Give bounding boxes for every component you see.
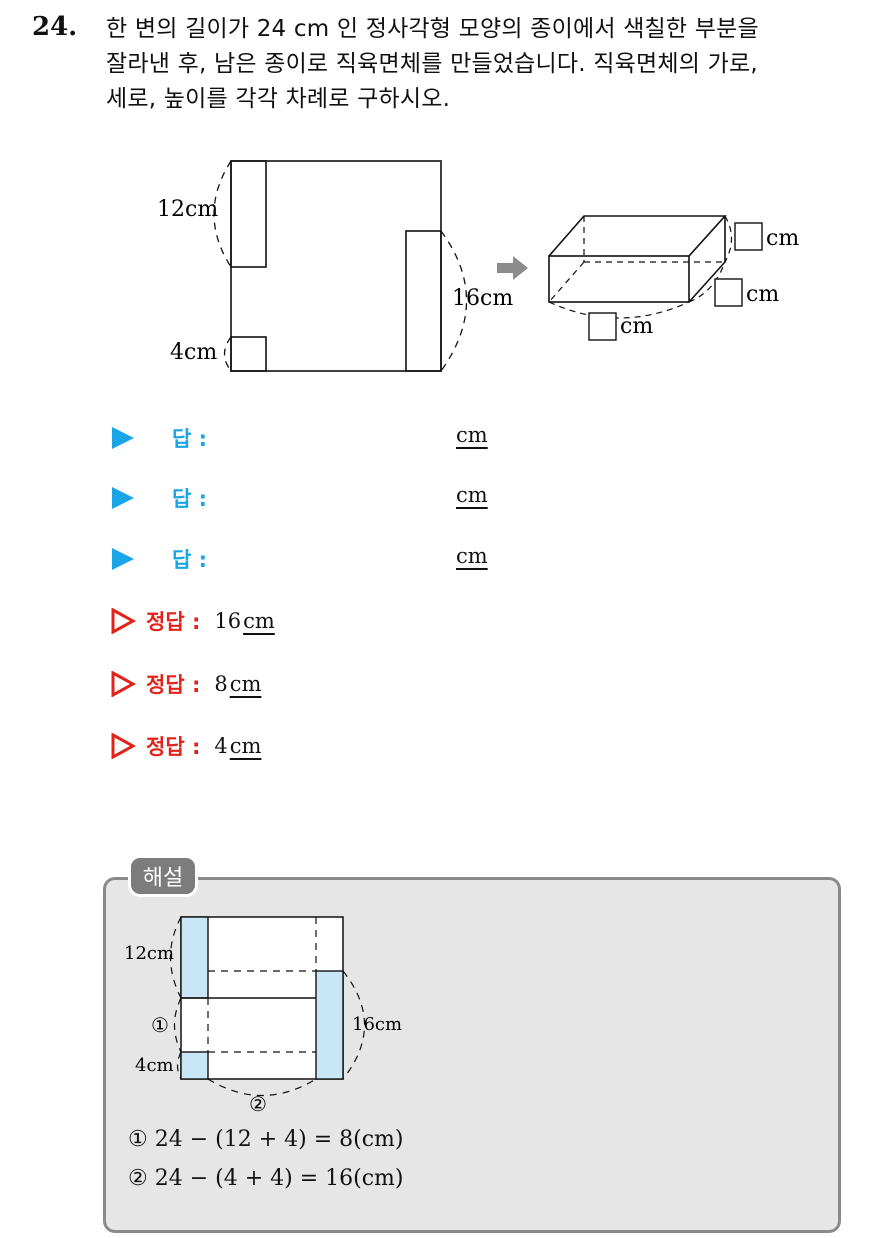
label-16cm: 16cm: [452, 286, 513, 311]
blank-box-width: [588, 312, 617, 341]
play-triangle-icon: [112, 427, 134, 449]
circle-label-1: ①: [151, 1013, 169, 1037]
play-triangle-icon: [112, 487, 134, 509]
correct-unit: cm: [229, 672, 262, 696]
answer-row: 답 : cm: [112, 421, 488, 455]
answer-unit: cm: [456, 483, 488, 507]
prism-top-face: [548, 215, 727, 257]
correct-value: 4: [214, 734, 228, 758]
outline-triangle-icon: [111, 671, 136, 697]
answer-row: 답 : cm: [112, 542, 488, 576]
label-4cm: 4cm: [135, 1055, 174, 1076]
outline-triangle-icon: [111, 733, 136, 759]
explanation-line-2: ② 24 − (4 + 4) = 16(cm): [128, 1166, 404, 1191]
correct-label: 정답 :: [146, 735, 201, 759]
question-line: 잘라낸 후, 남은 종이로 직육면체를 만들었습니다. 직육면체의 가로,: [106, 51, 758, 77]
answer-label: 답 :: [172, 487, 208, 511]
correct-row: 정답 : 16cm: [110, 603, 275, 639]
correct-unit: cm: [243, 609, 275, 633]
blank-box-height: [734, 222, 763, 251]
correct-value: 16: [214, 609, 242, 633]
label-12cm: 12cm: [124, 943, 174, 964]
correct-unit: cm: [229, 734, 262, 758]
explanation-line-1: ① 24 − (12 + 4) = 8(cm): [128, 1127, 404, 1152]
correct-row: 정답 : 8cm: [110, 666, 261, 702]
cut-strip-top-left: [230, 160, 267, 268]
arrow-right-icon: [497, 256, 528, 280]
label-12cm: 12cm: [157, 197, 218, 222]
shaded-square-bottom-left: [180, 1051, 209, 1080]
problem-figure: 12cm 4cm 16cm cm cm cm: [157, 160, 799, 372]
answer-label: 답 :: [172, 427, 208, 451]
explanation-tag: 해설: [128, 855, 198, 897]
outline-triangle-icon: [111, 608, 136, 634]
answer-row: 답 : cm: [112, 481, 488, 515]
unit-width: cm: [620, 314, 653, 339]
label-4cm: 4cm: [170, 340, 217, 365]
correct-value: 8: [214, 672, 228, 696]
answer-unit: cm: [456, 423, 488, 447]
correct-row: 정답 : 4cm: [110, 728, 261, 764]
dim-arc-12cm: [213, 160, 232, 268]
shaded-strip-top-left: [180, 916, 209, 999]
blank-box-depth: [714, 278, 743, 307]
answer-unit: cm: [456, 544, 488, 568]
play-triangle-icon: [112, 548, 134, 570]
label-16cm: 16cm: [352, 1014, 402, 1035]
unit-height: cm: [766, 226, 799, 251]
dim-arc-4cm: [223, 336, 232, 372]
paper-square: [230, 160, 442, 372]
question-line: 한 변의 길이가 24 cm 인 정사각형 모양의 종이에서 색칠한 부분을: [106, 16, 759, 42]
answer-label: 답 :: [172, 548, 208, 572]
cut-square-bottom-left: [230, 336, 267, 372]
correct-label: 정답 :: [146, 673, 201, 697]
dim-arc-16cm: [440, 230, 467, 372]
question-text: 한 변의 길이가 24 cm 인 정사각형 모양의 종이에서 색칠한 부분을 잘…: [106, 12, 866, 117]
prism-front-face: [548, 255, 690, 303]
circle-label-2: ②: [249, 1092, 267, 1116]
cut-strip-right: [405, 230, 442, 372]
question-number: 24.: [32, 12, 78, 42]
unit-depth: cm: [746, 282, 779, 307]
shaded-strip-right: [315, 970, 344, 1080]
explanation-figure: 12cm ① 4cm 16cm ②: [124, 916, 402, 1116]
question-line: 세로, 높이를 각각 차례로 구하시오.: [106, 86, 451, 112]
correct-label: 정답 :: [146, 610, 201, 634]
